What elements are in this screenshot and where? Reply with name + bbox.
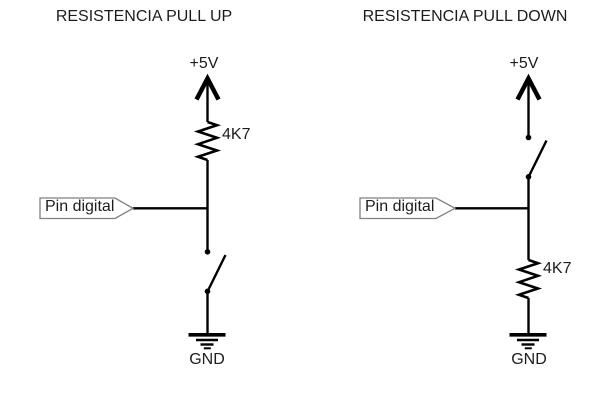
- pullup-title: RESISTENCIA PULL UP: [55, 8, 233, 25]
- pulldown-ground-label: GND: [511, 351, 547, 368]
- switch-contact-dot: [525, 134, 532, 141]
- pin-tag-shape: [39, 197, 135, 220]
- switch-blade: [207, 254, 227, 291]
- pulldown-circuit: [359, 73, 548, 350]
- pulldown-title: RESISTENCIA PULL DOWN: [362, 8, 568, 25]
- switch-blade: [528, 139, 548, 176]
- pulldown-supply-label: +5V: [509, 55, 539, 72]
- power-arrow-icon: [515, 73, 542, 101]
- resistor-symbol: [514, 258, 543, 300]
- pullup-supply-label: +5V: [189, 55, 219, 72]
- resistor-symbol: [193, 120, 222, 162]
- ground-symbol: [509, 332, 547, 350]
- power-arrow-icon: [194, 73, 221, 101]
- ground-symbol: [188, 332, 226, 350]
- pullup-ground-label: GND: [189, 351, 225, 368]
- pullup-resistor-label: 4K7: [222, 126, 251, 143]
- pin-tag-shape: [359, 197, 457, 220]
- pullup-circuit: [39, 73, 227, 350]
- pulldown-pin-label: Pin digital: [365, 197, 435, 215]
- pullup-pin-label: Pin digital: [45, 197, 115, 215]
- switch-contact-dot: [204, 249, 211, 255]
- pulldown-resistor-label: 4K7: [543, 259, 572, 277]
